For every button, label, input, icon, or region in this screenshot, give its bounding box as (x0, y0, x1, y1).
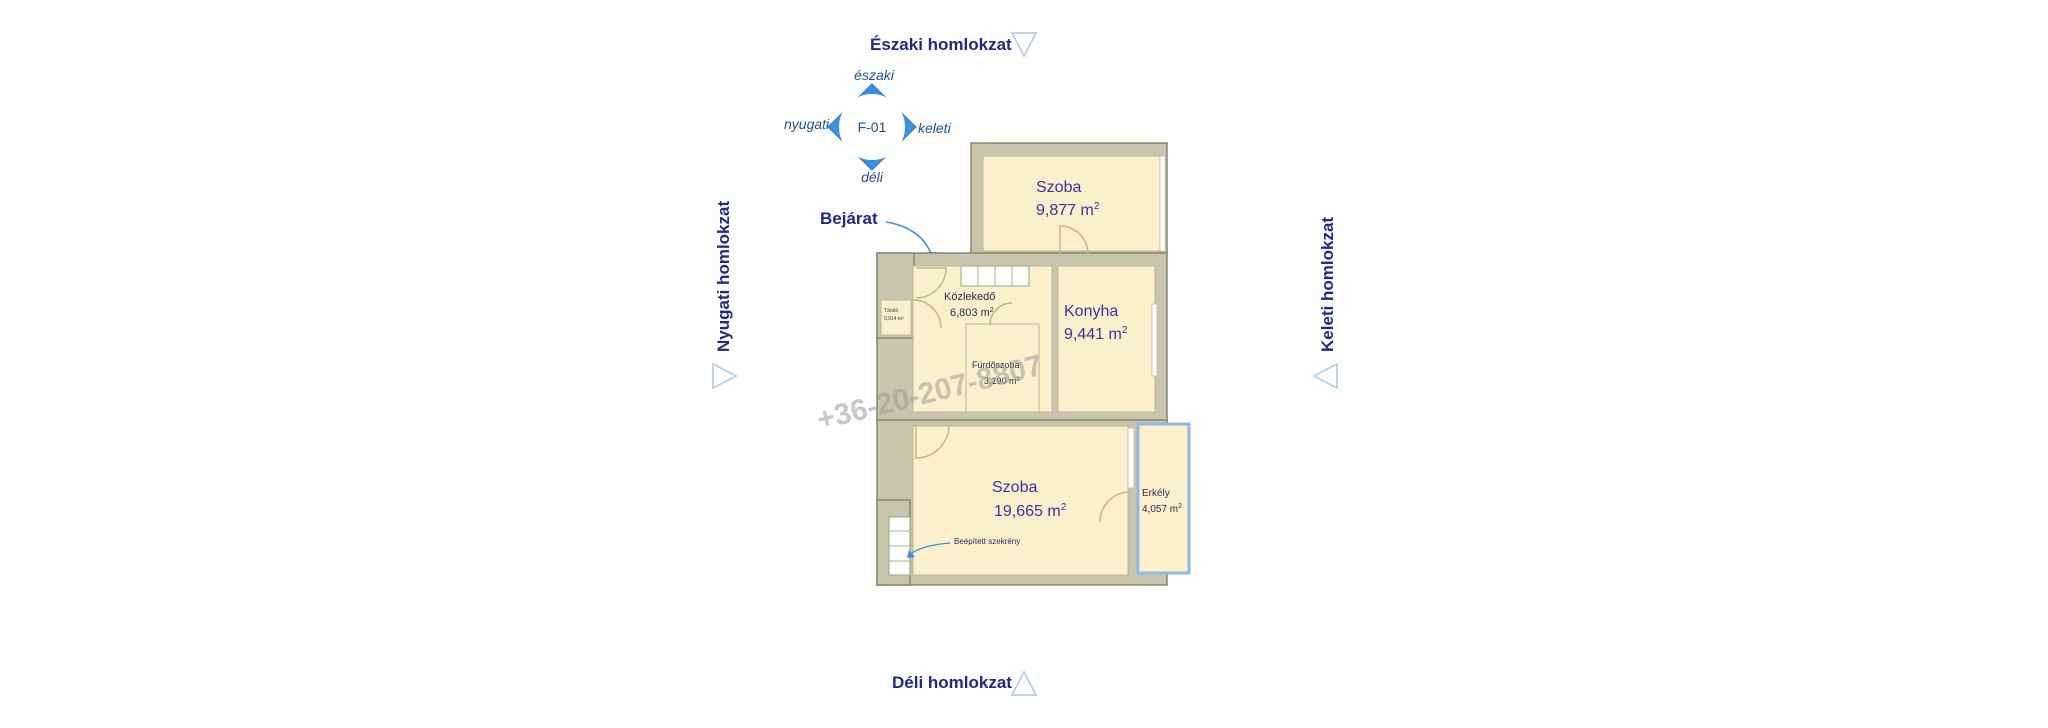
east-facade-triangle (1312, 362, 1338, 390)
north-facade-label: Északi homlokzat (870, 35, 1012, 54)
wardrobe-arrowhead-icon (907, 550, 915, 558)
compass-west-label: nyugati (784, 116, 830, 132)
corridor-area-value: 6,803 m (950, 307, 990, 319)
corridor-closet (960, 265, 1030, 287)
wardrobe-arrow (911, 542, 951, 554)
compass-center-label: F-01 (858, 119, 887, 135)
builtin-wardrobe-label: Beépített szekrény (954, 537, 1020, 546)
bathroom-area: 3,190 m2 (984, 376, 1021, 386)
south-facade-triangle (1010, 670, 1038, 696)
balcony-area-sup: 2 (1178, 503, 1182, 510)
kitchen-area-sup: 2 (1122, 325, 1128, 336)
bathroom-floor (965, 323, 1040, 413)
compass-south-label: déli (861, 169, 884, 185)
entrance-label: Bejárat (820, 209, 878, 228)
kitchen-floor (1057, 265, 1156, 413)
kitchen-area: 9,441 m2 (1064, 325, 1128, 343)
door-storage (912, 299, 942, 329)
bathroom-area-value: 3,190 m (984, 376, 1017, 386)
room-main-area-sup: 2 (1061, 502, 1067, 513)
compass-center-circle (839, 94, 905, 160)
west-facade-label: Nyugati homlokzat (714, 201, 733, 352)
corridor-area-sup: 2 (990, 307, 994, 314)
door-bathroom (989, 302, 1013, 326)
room-top-floor (982, 155, 1165, 252)
compass-rose: F-01 északi déli nyugati keleti (784, 67, 952, 185)
room-top-name: Szoba (1036, 179, 1081, 196)
balcony-area-value: 4,057 m (1142, 504, 1178, 515)
compass-east-label: keleti (918, 120, 952, 136)
window-room-top (1159, 155, 1166, 252)
compass-north-label: északi (854, 67, 895, 83)
bathroom-area-sup: 2 (1017, 377, 1021, 383)
bathroom-name: Fürdőszoba (972, 360, 1020, 370)
room-top-area: 9,877 m2 (1036, 201, 1100, 219)
wardrobe-hatch (888, 516, 911, 576)
door-balcony (1099, 491, 1131, 523)
west-facade-triangle (712, 362, 738, 390)
door-entrance (915, 267, 947, 299)
north-facade-triangle (1010, 32, 1038, 58)
east-facade-label: Keleti homlokzat (1318, 217, 1337, 352)
room-main-area-value: 19,665 m (994, 503, 1061, 520)
room-main-area: 19,665 m2 (994, 502, 1067, 520)
room-top-area-value: 9,877 m (1036, 202, 1094, 219)
storage-area: 0,914 m² (884, 316, 904, 322)
entrance-arrow (885, 221, 933, 257)
south-facade-label: Déli homlokzat (892, 673, 1012, 692)
balcony-area: 4,057 m2 (1142, 503, 1182, 515)
corridor-area: 6,803 m2 (950, 307, 994, 319)
room-main-name: Szoba (992, 479, 1037, 496)
balcony-name: Erkély (1142, 488, 1170, 499)
room-top-area-sup: 2 (1094, 201, 1100, 212)
balcony-floor (1136, 422, 1191, 575)
kitchen-name: Konyha (1064, 303, 1118, 320)
door-room-top (1059, 225, 1089, 255)
storage-name: Tároló (884, 308, 898, 314)
window-room-main (1127, 427, 1135, 489)
corridor-name: Közlekedő (944, 291, 995, 303)
window-kitchen (1151, 303, 1158, 377)
door-room-main (915, 424, 950, 459)
storage-floor (880, 299, 912, 336)
kitchen-area-value: 9,441 m (1064, 326, 1122, 343)
room-main-floor (912, 425, 1129, 576)
